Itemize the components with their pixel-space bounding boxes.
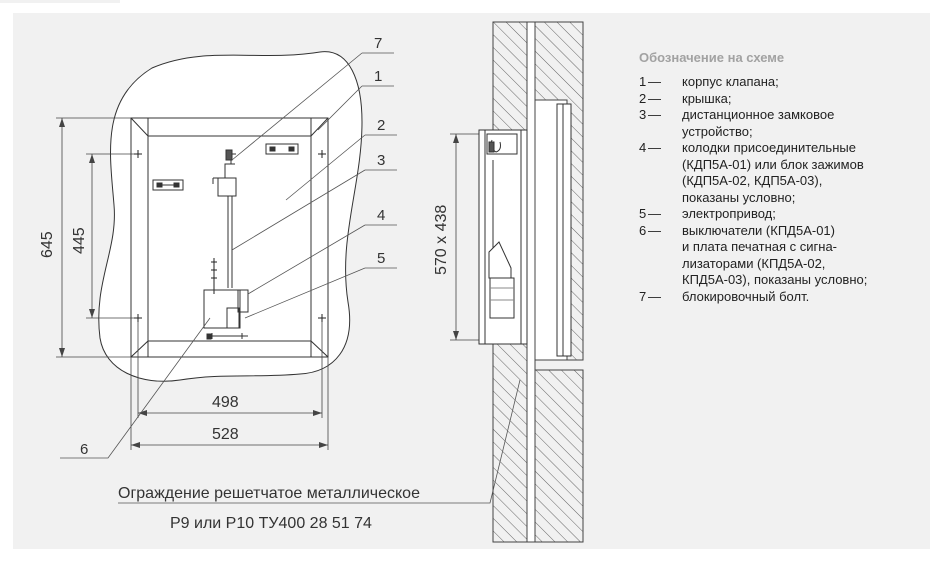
legend-item-text: выключатели (КПД5А-01) и плата печатная …: [682, 222, 868, 288]
legend-item-dash: —: [648, 222, 661, 238]
legend-item: 3— дистанционное замковое устройство;: [639, 107, 929, 140]
legend-item-number: 2: [639, 90, 647, 106]
legend: Обозначение на схеме 1—корпус клапана; 2…: [639, 50, 929, 305]
legend-item-text: электропривод;: [682, 206, 776, 221]
legend-item-text: блокировочный болт.: [682, 288, 810, 304]
legend-item-text: корпус клапана;: [682, 74, 779, 89]
legend-item: 2— крышка;: [639, 91, 929, 108]
dimension-lines: [56, 117, 498, 450]
leader-lines: [60, 52, 521, 504]
legend-item: 4— колодки присоединительные (КДП5А-01) и…: [639, 140, 929, 206]
callout-numbers: 7 1 2 3 4 5 6: [80, 35, 385, 458]
legend-item-dash: —: [648, 107, 661, 122]
legend-item: 7— блокировочный болт.: [639, 289, 929, 306]
opening-outline: [98, 51, 363, 382]
dim-height-outer: 645: [39, 231, 56, 258]
callout-5: 5: [377, 250, 385, 267]
legend-item-text: колодки присоединительные (КДП5А-01) или…: [682, 140, 864, 205]
dim-side-size: 570 x 438: [433, 205, 450, 275]
callout-1: 1: [374, 68, 382, 85]
legend-item: 1— корпус клапана;: [639, 74, 929, 91]
valve-front-view: [130, 117, 329, 358]
callout-2: 2: [377, 117, 385, 134]
legend-item-number: 1: [639, 74, 647, 89]
legend-item-dash: —: [648, 288, 661, 304]
legend-title: Обозначение на схеме: [639, 50, 785, 65]
legend-item-dash: —: [648, 90, 661, 106]
callout-6: 6: [80, 441, 88, 458]
legend-item-dash: —: [648, 74, 661, 89]
legend-item-text: крышка;: [682, 90, 732, 106]
note-line-1: Ограждение решетчатое металлическое: [118, 485, 420, 502]
legend-item-number: 6: [639, 222, 647, 238]
dim-width-outer: 528: [212, 426, 239, 443]
legend-item-number: 3: [639, 107, 647, 122]
legend-item-dash: —: [648, 206, 661, 221]
legend-list: 1—корпус клапана; 2—крышка; 3—дистанцион…: [639, 74, 929, 305]
legend-item-number: 7: [639, 288, 647, 304]
callout-3: 3: [377, 152, 385, 169]
legend-item-dash: —: [648, 140, 661, 155]
callout-4: 4: [377, 207, 385, 224]
dim-width-inner: 498: [212, 394, 239, 411]
dim-height-inner: 445: [71, 227, 88, 254]
legend-item-number: 4: [639, 140, 647, 155]
valve-side-view: [478, 103, 572, 357]
legend-item-text: дистанционное замковое устройство;: [682, 107, 835, 139]
legend-item: 6— выключатели (КПД5А-01) и плата печатна…: [639, 223, 929, 289]
top-strip: [0, 0, 120, 3]
note-line-2: Р9 или Р10 ТУ400 28 51 74: [170, 515, 372, 532]
callout-7: 7: [374, 35, 382, 52]
legend-item-number: 5: [639, 206, 647, 221]
legend-item: 5— электропривод;: [639, 206, 929, 223]
